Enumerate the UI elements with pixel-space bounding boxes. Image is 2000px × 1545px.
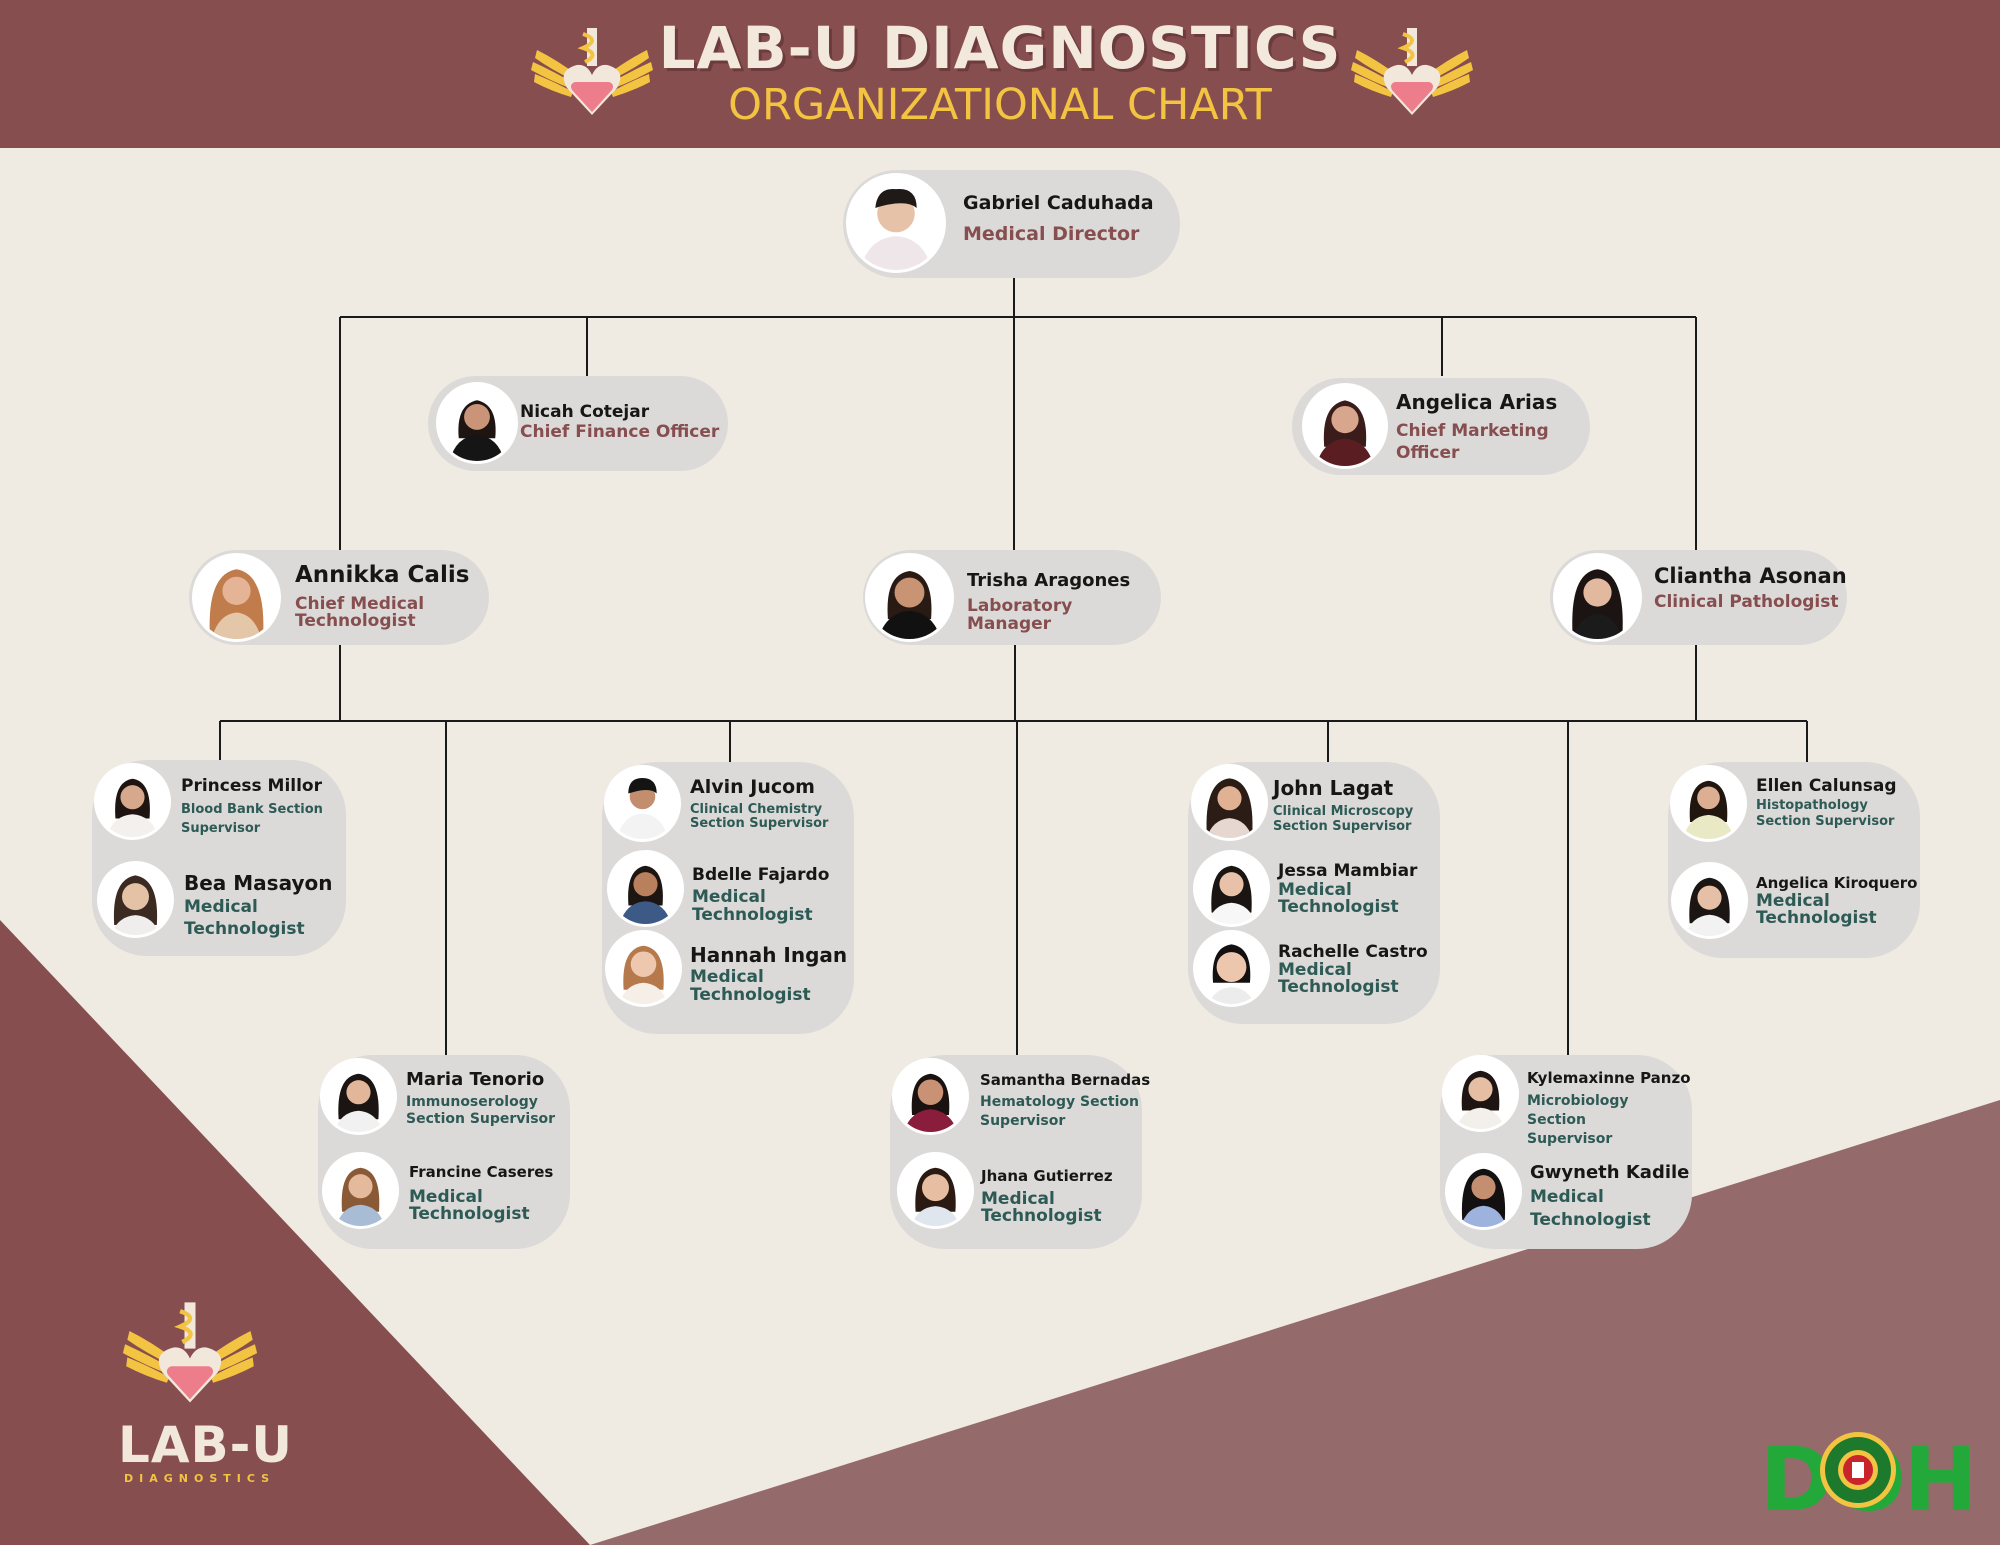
avatar [94,763,171,840]
person-name: Cliantha Asonan [1654,564,1847,588]
avatar [1193,850,1270,927]
person-name: John Lagat [1273,776,1394,800]
org-card-medical-director: Gabriel Caduhada Medical Director [843,170,1180,278]
org-card-clinical-pathologist: Cliantha Asonan Clinical Pathologist [1550,550,1847,645]
doh-seal-icon [1820,1432,1896,1508]
avatar [1671,862,1748,939]
lab-u-logo-icon [531,28,653,115]
avatar [322,1152,399,1229]
avatar [1445,1153,1522,1230]
person-name: Gabriel Caduhada [963,192,1154,214]
person-name: Trisha Aragones [967,570,1131,591]
org-card-chief-finance-officer: Nicah Cotejar Chief Finance Officer [428,376,728,471]
person-role: Laboratory Manager [967,596,1073,634]
avatar [1670,765,1747,842]
person-name: Jhana Gutierrez [981,1167,1113,1185]
person-name: Jessa Mambiar [1278,861,1418,881]
avatar [604,765,681,842]
avatar [436,382,518,464]
avatar [605,930,682,1007]
person-role: Chief Finance Officer [520,422,720,442]
lab-u-logo-icon [1351,28,1473,115]
avatar [897,1152,974,1229]
person-name: Bea Masayon [184,871,333,895]
person-name: Princess Millor [181,776,322,796]
person-name: Bdelle Fajardo [692,865,830,885]
person-name: Maria Tenorio [406,1069,545,1090]
person-name: Annikka Calis [295,562,470,588]
org-card-laboratory-manager: Trisha Aragones Laboratory Manager [863,550,1161,645]
lab-u-logo-icon [122,1302,258,1403]
person-name: Rachelle Castro [1278,942,1428,962]
person-name: Kylemaxinne Panzo [1527,1069,1691,1087]
person-name: Nicah Cotejar [520,402,650,422]
person-name: Angelica Arias [1396,390,1558,414]
person-role: Clinical Pathologist [1654,592,1839,612]
avatar [1191,764,1268,841]
person-name: Gwyneth Kadile [1530,1162,1690,1183]
person-name: Hannah Ingan [690,943,848,967]
person-name: Ellen Calunsag [1756,776,1897,796]
person-name: Samantha Bernadas [980,1071,1151,1089]
avatar [1193,930,1270,1007]
avatar [1442,1055,1519,1132]
avatar [607,850,684,927]
avatar [192,553,281,642]
avatar [865,553,954,642]
avatar [320,1058,397,1135]
avatar [846,173,946,273]
avatar [1302,383,1388,469]
page-title: LAB-U DIAGNOSTICS [658,14,1342,82]
header-banner [0,0,2000,148]
person-name: Angelica Kiroquero [1756,874,1918,892]
avatar [1553,553,1642,642]
person-role: Medical Director [963,223,1140,245]
page-subtitle: ORGANIZATIONAL CHART [728,80,1272,130]
avatar [892,1058,969,1135]
footer-logo-text: LAB-U [118,1416,294,1474]
avatar [97,861,174,938]
footer-logo-subtext: DIAGNOSTICS [124,1472,276,1485]
person-name: Francine Caseres [409,1163,554,1181]
person-name: Alvin Jucom [690,776,815,798]
